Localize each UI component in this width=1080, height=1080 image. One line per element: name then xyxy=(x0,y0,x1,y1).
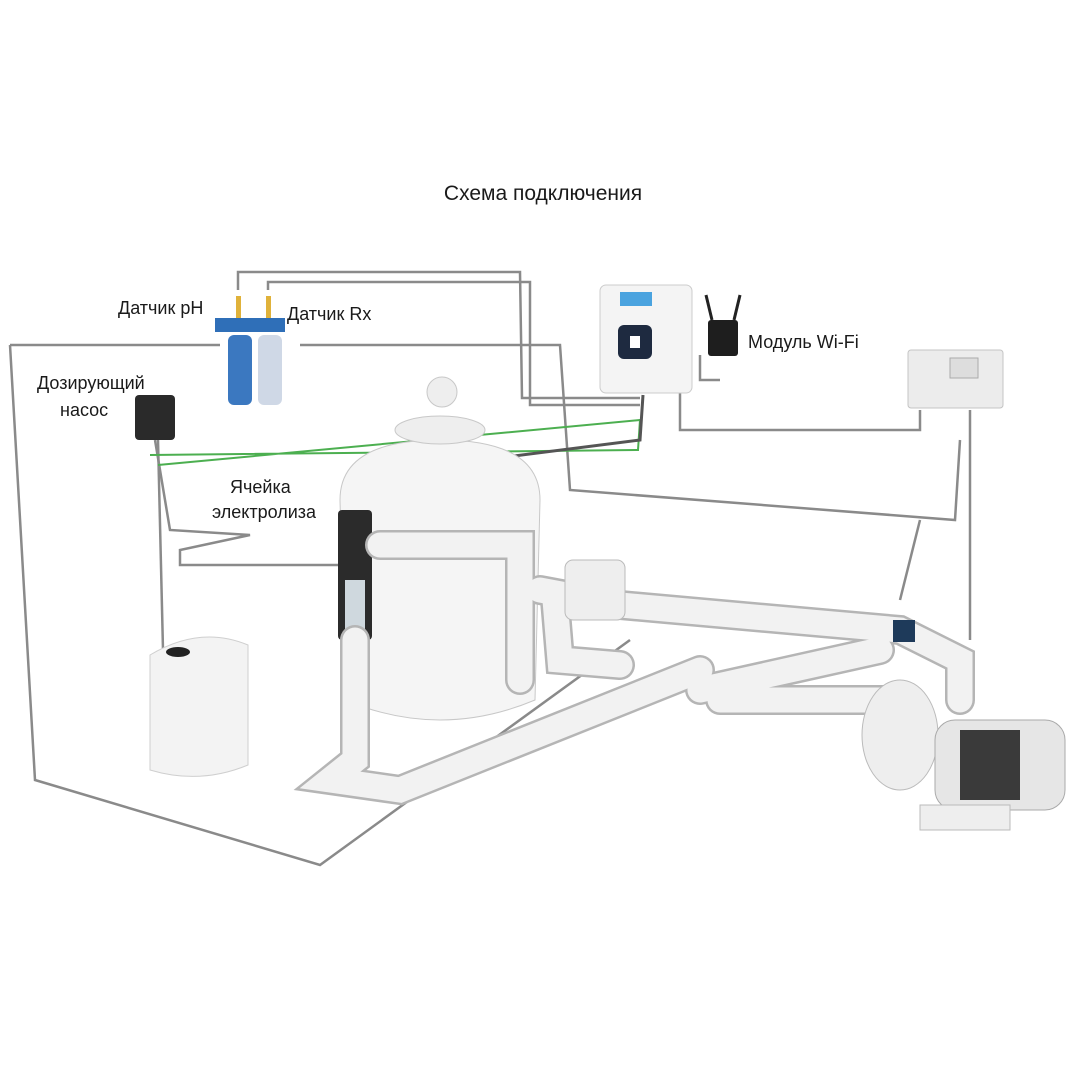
electrolysis-cell xyxy=(338,510,372,640)
flow-sensor xyxy=(893,620,915,642)
ph-sensor-label: Датчик pH xyxy=(118,298,204,318)
multiport-valve xyxy=(564,559,626,621)
electrolysis-cell-label-line1: Ячейка xyxy=(230,477,291,497)
page-title: Схема подключения xyxy=(443,182,643,205)
chemical-tank xyxy=(149,636,249,777)
wifi-module xyxy=(704,294,742,356)
wifi-module-label: Модуль Wi-Fi xyxy=(748,332,859,352)
rx-sensor-label: Датчик Rx xyxy=(287,304,372,324)
circulation-pump xyxy=(861,679,1066,831)
wires xyxy=(8,270,972,867)
control-panel xyxy=(907,349,1004,409)
sensor-holder xyxy=(215,296,285,405)
electrolysis-controller xyxy=(599,284,693,394)
dosing-pump xyxy=(135,395,175,440)
dosing-pump-label-line2: насос xyxy=(60,400,109,420)
electrolysis-cell-label-line2: электролиза xyxy=(212,502,317,522)
dosing-pump-label-line1: Дозирующий xyxy=(37,373,145,393)
sand-filter xyxy=(339,376,541,721)
